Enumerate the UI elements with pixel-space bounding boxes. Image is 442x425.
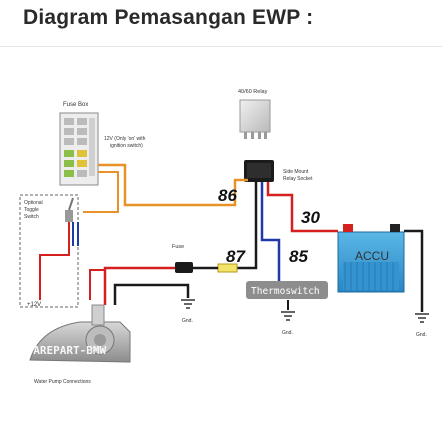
wire-pump-positive-2 [89,269,105,300]
wire-85 [260,182,281,286]
inline-fuse [175,262,238,273]
toggle-label-line1: Optional [24,200,43,206]
water-pump [29,304,131,363]
fuse-box-label: Fuse Box [63,102,88,108]
socket-label-line1: Side Mount [283,169,309,175]
page-title: Diagram Pemasangan EWP : [23,6,314,29]
toggle-label-line2: Toggle [24,207,39,213]
fuse-box-note-line2: ignition switch) [110,143,143,149]
battery-label: ACCU [355,249,389,263]
thermoswitch-badge [246,281,328,299]
fuse-box [59,112,99,186]
wire-pump-ground [113,283,190,305]
ground-label-pump: Gnd. [182,318,193,324]
wire-30 [266,182,338,233]
wire-86 [98,163,248,207]
pin-86-label: 86 [218,186,237,205]
ground-label-battery: Gnd. [416,332,427,338]
ground-symbol-pump [181,299,195,309]
ground-label-thermo: Gnd. [282,330,293,336]
title-divider [0,46,442,47]
socket-label-line2: Relay Socket [283,176,313,182]
relay-label: 40/60 Relay [238,89,268,95]
thermoswitch-label: Thermoswitch [251,286,320,297]
relay [239,99,271,139]
toggle-switch [19,194,79,308]
pin-30-label: 30 [301,208,320,227]
fuse-label: Fuse [172,244,184,250]
ground-symbol-battery [415,313,429,323]
watermark-text: SPAREPART-BMW [20,344,106,357]
ground-symbol-thermo [281,311,295,321]
wire-toggle [83,171,119,213]
pump-label: Water Pump Connections [34,379,91,385]
fuse-box-note-line1: 12V (Only 'on' with [104,136,146,142]
battery [337,224,405,293]
plus-12v-label: +12V [27,302,41,308]
pin-87-label: 87 [226,247,246,266]
wire-pump-positive [103,266,175,305]
wire-toggle-red [39,222,70,300]
wire-battery-ground [404,229,424,312]
toggle-label-line3: Switch [24,214,39,220]
relay-socket [244,160,274,182]
pin-85-label: 85 [289,247,308,266]
wire-87 [237,182,258,270]
